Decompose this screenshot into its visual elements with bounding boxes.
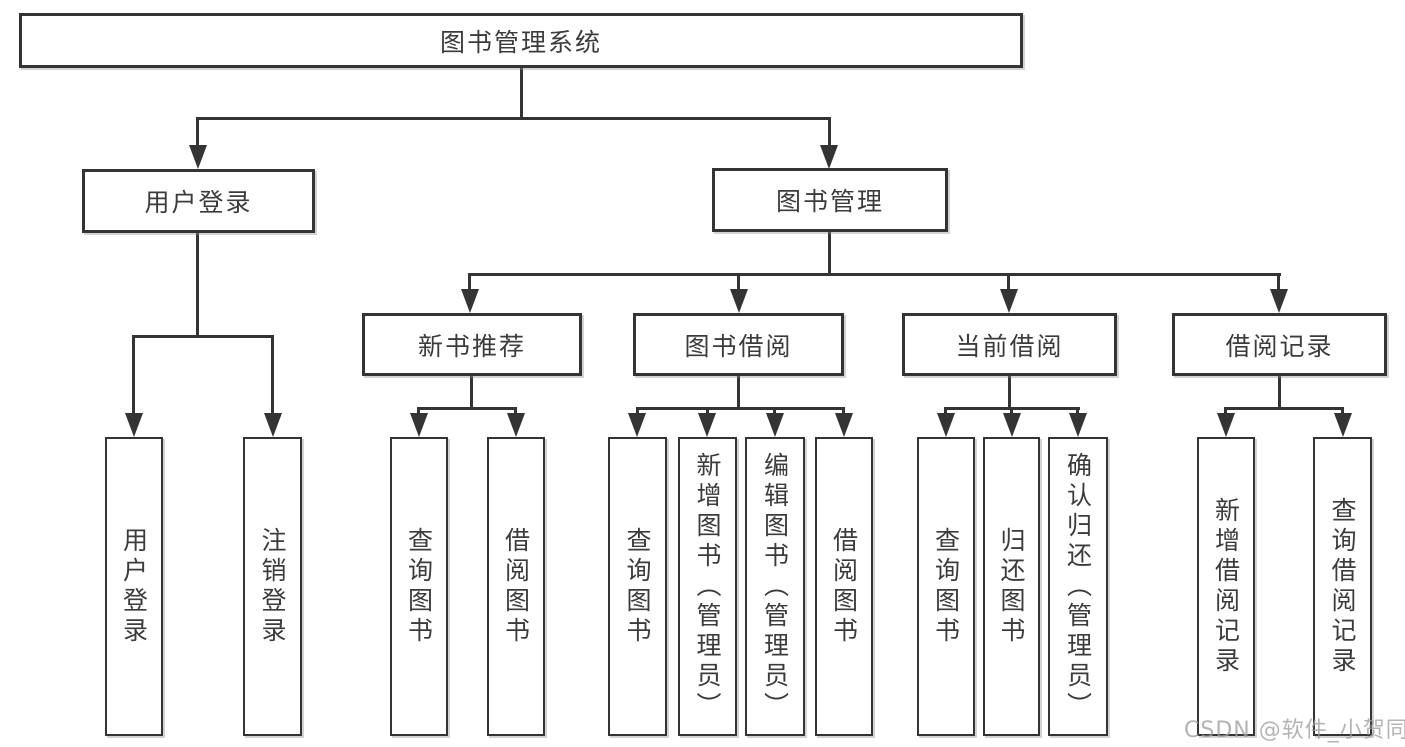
connector-drop-leaf	[773, 407, 776, 417]
connector-drop-leaf	[636, 407, 639, 417]
node-label: 图书借阅	[684, 331, 793, 361]
arrow-down-icon	[1003, 413, 1021, 437]
leaf-label: 注销登录	[258, 526, 287, 647]
leaf-label: 归还图书	[997, 526, 1026, 647]
leaf-confirm-return-admin: 确认归还（管理员）	[1048, 437, 1108, 736]
leaf-label: 查询图书	[931, 526, 961, 647]
connector-user-bar	[132, 335, 274, 338]
connector-borrow-bar	[636, 407, 845, 410]
leaf-label: 用户登录	[119, 526, 149, 647]
connector-drop-l3	[737, 273, 740, 291]
arrow-down-icon	[628, 413, 646, 437]
arrow-down-icon	[1000, 289, 1018, 313]
connector-root-bar	[197, 117, 831, 120]
connector-user-stem	[196, 233, 199, 335]
connector-drop-leaf	[706, 407, 709, 417]
leaf-query-book-recommend: 查询图书	[390, 437, 448, 736]
node-borrow-records: 借阅记录	[1172, 313, 1387, 376]
arrow-down-icon	[937, 413, 955, 437]
arrow-down-icon	[766, 413, 784, 437]
connector-drop-l3	[1277, 273, 1280, 291]
node-book-borrow: 图书借阅	[633, 313, 844, 376]
connector-records-bar	[1224, 407, 1344, 410]
connector-drop-leaf	[417, 407, 420, 417]
leaf-label: 新增借阅记录	[1211, 496, 1241, 677]
arrow-down-icon	[461, 289, 479, 313]
leaf-label: 查询图书	[404, 526, 434, 647]
arrow-down-icon	[410, 413, 428, 437]
arrow-down-icon	[1069, 413, 1087, 437]
arrow-down-icon	[189, 145, 207, 169]
connector-drop-leaf	[271, 335, 274, 415]
connector-drop-leaf	[1224, 407, 1227, 417]
node-label: 用户登录	[144, 188, 253, 217]
connector-book-stem	[828, 232, 831, 273]
leaf-user-login: 用户登录	[105, 437, 163, 736]
connector-drop-leaf	[1341, 407, 1344, 417]
arrow-down-icon	[835, 413, 853, 437]
connector-drop-user-login	[196, 117, 199, 148]
leaf-logout: 注销登录	[243, 437, 302, 736]
leaf-label: 确认归还（管理员）	[1063, 451, 1093, 722]
arrow-down-icon	[1270, 289, 1288, 313]
connector-drop-leaf	[514, 407, 517, 417]
node-label: 新书推荐	[417, 331, 526, 361]
connector-drop-leaf	[944, 407, 947, 417]
leaf-label: 查询借阅记录	[1328, 496, 1357, 677]
leaf-label: 编辑图书（管理员）	[760, 451, 790, 722]
arrow-down-icon	[507, 413, 525, 437]
leaf-return-book: 归还图书	[983, 437, 1040, 736]
node-label: 图书管理系统	[439, 27, 602, 57]
node-new-book-recommend: 新书推荐	[362, 313, 582, 376]
connector-drop-leaf	[842, 407, 845, 417]
node-current-borrow: 当前借阅	[902, 313, 1117, 376]
leaf-edit-book-admin: 编辑图书（管理员）	[745, 437, 805, 736]
leaf-add-borrow-record: 新增借阅记录	[1197, 437, 1255, 736]
leaf-query-borrow-record: 查询借阅记录	[1313, 437, 1372, 736]
arrow-down-icon	[730, 289, 748, 313]
connector-drop-leaf	[1076, 407, 1079, 417]
arrow-down-icon	[125, 413, 143, 437]
connector-drop-leaf	[1010, 407, 1013, 417]
leaf-label: 借阅图书	[829, 526, 859, 647]
connector-drop-book-management	[828, 117, 831, 148]
connector-drop-l3	[1007, 273, 1010, 291]
arrow-down-icon	[1334, 413, 1352, 437]
connector-drop-leaf	[132, 335, 135, 415]
connector-book-bar	[468, 273, 1281, 276]
leaf-label: 查询图书	[623, 526, 652, 647]
leaf-query-book-borrow: 查询图书	[608, 437, 667, 736]
node-root-system: 图书管理系统	[19, 13, 1023, 68]
leaf-label: 借阅图书	[501, 526, 531, 647]
csdn-watermark: CSDN @软件_小贺同学	[1184, 718, 1405, 743]
connector-borrow-stem	[737, 376, 740, 407]
node-label: 图书管理	[775, 187, 884, 216]
node-label: 借阅记录	[1225, 331, 1334, 361]
node-book-management: 图书管理	[712, 168, 948, 232]
arrow-down-icon	[1217, 413, 1235, 437]
connector-recommend-bar	[417, 407, 517, 410]
leaf-borrow-book: 借阅图书	[815, 437, 873, 736]
connector-recommend-stem	[470, 376, 473, 407]
leaf-label: 新增图书（管理员）	[693, 451, 722, 722]
connector-current-stem	[1008, 376, 1011, 407]
arrow-down-icon	[264, 413, 282, 437]
arrow-down-icon	[698, 413, 716, 437]
node-label: 当前借阅	[955, 331, 1064, 361]
leaf-borrow-book-recommend: 借阅图书	[487, 437, 545, 736]
node-user-login: 用户登录	[82, 169, 315, 233]
connector-root-stem	[520, 68, 523, 117]
connector-records-stem	[1278, 376, 1281, 407]
connector-drop-l3	[468, 273, 471, 291]
leaf-add-book-admin: 新增图书（管理员）	[678, 437, 737, 736]
arrow-down-icon	[820, 145, 838, 169]
leaf-query-book-current: 查询图书	[917, 437, 975, 736]
